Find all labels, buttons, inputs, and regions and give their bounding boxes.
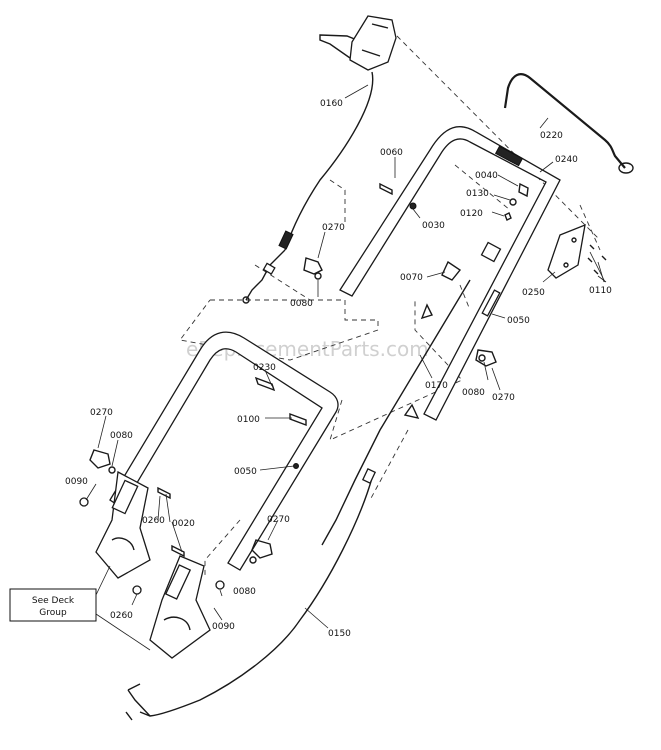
label-0080-mid: 0080: [462, 388, 485, 398]
label-0060: 0060: [380, 148, 403, 158]
label-0270-lower: 0270: [267, 515, 290, 525]
dashed-guide-upper-group: [179, 299, 379, 361]
callout-line-2: Group: [39, 608, 67, 618]
bail-end-loop: [618, 162, 634, 174]
label-0070: 0070: [400, 273, 423, 283]
drive-cable-0150: [139, 477, 373, 717]
deck-bracket-right: [149, 555, 211, 659]
label-0050-upper: 0050: [507, 316, 530, 326]
part-labels: 0160 0220 0240 0060 0040 0130 0120 0030 …: [65, 99, 612, 639]
see-deck-group-callout: See Deck Group: [9, 565, 151, 651]
dashed-guide-control: [396, 35, 601, 241]
dashed-guide-0040: [454, 164, 511, 211]
label-0150: 0150: [328, 629, 351, 639]
upper-hardware-group: [303, 182, 607, 367]
label-0080-lower: 0080: [233, 587, 256, 597]
label-0020: 0020: [172, 519, 195, 529]
label-0030: 0030: [422, 221, 445, 231]
lower-handle-0230: [109, 331, 339, 571]
label-0130: 0130: [466, 189, 489, 199]
cable-bracket-0250: [547, 223, 586, 279]
control-cable-0170: [321, 279, 471, 546]
label-0160: 0160: [320, 99, 343, 109]
label-0040: 0040: [475, 171, 498, 181]
operator-bail-0220: [503, 73, 626, 169]
deck-bracket-left: [95, 470, 151, 579]
dashed-guide-0170: [369, 429, 409, 501]
label-0080-upper: 0080: [290, 299, 313, 309]
upper-handle-0240: [339, 126, 561, 421]
arrow-indicator: [403, 403, 420, 420]
label-0110: 0110: [589, 286, 612, 296]
label-0270-mid: 0270: [492, 393, 515, 403]
label-0230: 0230: [253, 363, 276, 373]
label-0120: 0120: [460, 209, 483, 219]
dashed-guide-lower-group: [329, 300, 463, 441]
label-0100: 0100: [237, 415, 260, 425]
label-0260-upper: 0260: [142, 516, 165, 526]
leader-lines: [85, 84, 607, 629]
label-0090-lower: 0090: [212, 622, 235, 632]
dashed-guide-0070: [459, 284, 471, 311]
label-0080-left: 0080: [110, 431, 133, 441]
throttle-control-0160: [242, 15, 397, 304]
label-0260-lower: 0260: [110, 611, 133, 621]
dashed-guide-knob: [254, 264, 311, 301]
label-0170: 0170: [425, 381, 448, 391]
callout-line-1: See Deck: [32, 596, 75, 606]
label-0270-left: 0270: [90, 408, 113, 418]
dashed-guide-lower-left: [204, 519, 241, 575]
label-0250: 0250: [522, 288, 545, 298]
label-0220: 0220: [540, 131, 563, 141]
label-0090-left: 0090: [65, 477, 88, 487]
lower-hardware-group: [79, 376, 307, 595]
label-0050-lower: 0050: [234, 467, 257, 477]
label-0240: 0240: [555, 155, 578, 165]
label-0270-upper: 0270: [322, 223, 345, 233]
dashed-guide-0060: [329, 179, 346, 225]
